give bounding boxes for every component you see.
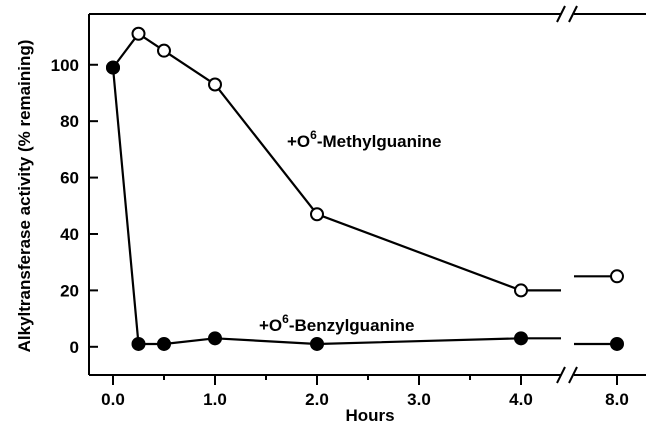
x-axis-ticks: 0.0 1.0 2.0 3.0 4.0 8.0 [101,375,629,409]
plot-frame [88,13,646,376]
y-tick-label-0: 0 [70,338,79,357]
annotation-methylguanine: +O6-Methylguanine [287,128,442,151]
data-point-o6-methylguanine-0-5 [157,43,171,58]
annotation-benzylguanine-suffix: -Benzylguanine [289,316,415,335]
top-break-mark-1 [556,5,566,23]
y-tick-label-60: 60 [60,169,79,188]
x-axis-title: Hours [345,406,394,425]
bottom-break-mark-1 [556,366,566,384]
series-line-o6-benzylguanine [111,67,561,346]
x-tick-label-0-0: 0.0 [101,390,125,409]
data-point-o6-benzylguanine-8 [610,336,624,351]
x-tick-label-1-0: 1.0 [203,390,227,409]
data-point-o6-benzylguanine-2 [310,336,324,351]
top-break-mark-2 [568,5,578,23]
axis-break-marks [556,5,578,384]
annotation-methylguanine-sup: 6 [310,128,317,142]
y-axis-ticks: 0 20 40 60 80 100 [51,56,98,357]
annotation-benzylguanine: +O6-Benzylguanine [259,312,414,335]
annotation-benzylguanine-sup: 6 [282,312,289,326]
y-tick-label-20: 20 [60,281,79,300]
bottom-break-mark-2 [568,366,578,384]
data-point-o6-methylguanine-0-25 [131,26,146,41]
series-lines [111,32,617,346]
data-point-o6-benzylguanine-0-5 [157,336,171,351]
data-point-o6-benzylguanine-0 [106,60,120,75]
series-points [106,26,624,351]
series-line-o6-methylguanine [112,32,561,292]
x-tick-label-8-0: 8.0 [605,390,629,409]
y-tick-label-100: 100 [51,56,79,75]
y-tick-label-80: 80 [60,112,79,131]
y-axis-title: Alkyltransferase activity (% remaining) [15,40,34,353]
data-point-o6-methylguanine-1 [208,77,222,92]
data-point-o6-methylguanine-4 [514,283,528,298]
data-point-o6-methylguanine-2 [310,207,324,222]
data-point-o6-benzylguanine-0-25 [131,336,146,351]
y-tick-label-40: 40 [60,225,79,244]
annotation-benzylguanine-prefix: +O [259,316,282,335]
annotation-methylguanine-prefix: +O [287,132,310,151]
x-tick-label-3-0: 3.0 [407,390,431,409]
data-point-o6-methylguanine-8 [610,269,624,284]
data-point-o6-benzylguanine-4 [514,331,528,346]
x-tick-label-4-0: 4.0 [509,390,533,409]
data-point-o6-benzylguanine-1 [208,331,222,346]
x-tick-label-2-0: 2.0 [305,390,329,409]
annotation-methylguanine-suffix: -Methylguanine [317,132,442,151]
